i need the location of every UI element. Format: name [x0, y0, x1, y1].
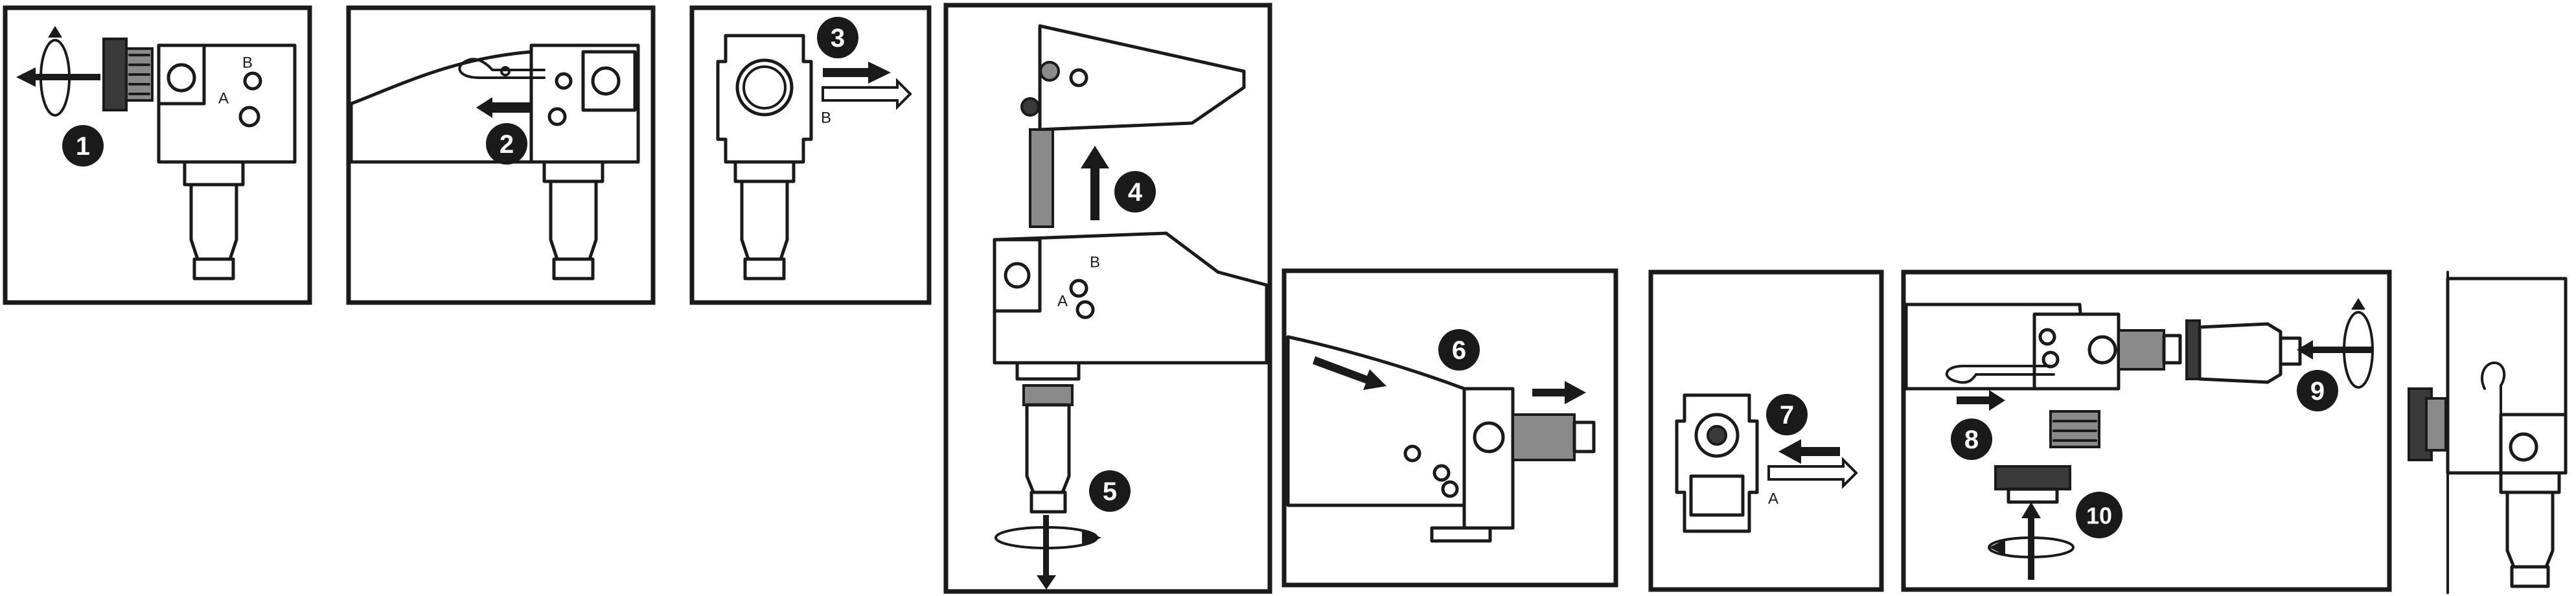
slide-left-arrow-icon — [476, 97, 531, 118]
svg-text:7: 7 — [1780, 401, 1794, 430]
step-badge-10: 10 — [2076, 492, 2122, 538]
lift-up-arrow-icon — [1081, 146, 1109, 220]
step-badge-7: 7 — [1766, 394, 1808, 435]
svg-text:4: 4 — [1128, 178, 1143, 207]
hairpin-clip-icon — [458, 58, 546, 79]
nosepiece — [2505, 490, 2555, 569]
panel-1: B A 1 — [3, 5, 312, 305]
svg-text:8: 8 — [1964, 426, 1979, 454]
step-badge-8: 8 — [1951, 418, 1992, 460]
panel-2: 2 — [346, 5, 656, 305]
step-badge-3: 3 — [817, 17, 858, 58]
svg-text:3: 3 — [831, 24, 845, 52]
panel-4-5: 4 B A 5 — [943, 3, 1272, 594]
hole-letter-b: B — [821, 109, 831, 127]
svg-text:10: 10 — [2086, 503, 2112, 529]
panel-7: A 7 — [1648, 269, 1884, 592]
nosepiece — [2198, 322, 2283, 384]
hairpin-clip-icon — [2481, 361, 2506, 416]
hole-letter-a: A — [1768, 490, 1778, 508]
step-badge-2: 2 — [486, 123, 527, 165]
tool-head-body — [1462, 387, 1515, 530]
step-badge-6: 6 — [1438, 329, 1480, 371]
hairpin-clip-icon — [1946, 365, 2055, 384]
svg-text:1: 1 — [76, 132, 90, 161]
svg-text:5: 5 — [1103, 477, 1117, 506]
step-badge-5: 5 — [1089, 470, 1131, 512]
panel-final — [2408, 271, 2568, 594]
move-right-arrow-icon — [823, 62, 891, 84]
slot-b-arrow-icon — [822, 78, 912, 110]
svg-text:9: 9 — [2310, 377, 2325, 406]
step-badge-1: 1 — [62, 125, 104, 166]
nosepiece-nut — [102, 38, 128, 111]
nosepiece-nut — [1994, 465, 2071, 490]
panel-8-9-10: 9 8 10 — [1901, 269, 2392, 592]
panel-3: B 3 — [689, 5, 932, 305]
hole-letter-a: A — [218, 90, 229, 108]
nosepiece — [1025, 403, 1071, 494]
pull-arrow-icon — [32, 74, 100, 80]
step-badge-9: 9 — [2297, 370, 2338, 411]
svg-text:6: 6 — [1452, 336, 1466, 365]
hole-letter-a: A — [1057, 293, 1068, 310]
move-right-arrow-icon — [1532, 381, 1586, 404]
svg-text:2: 2 — [500, 130, 514, 159]
hole-letter-b: B — [242, 54, 253, 72]
step-badge-4: 4 — [1114, 171, 1156, 212]
move-left-arrow-icon — [1778, 439, 1840, 464]
slot-a-arrow-icon — [1767, 457, 1858, 489]
insert-pin-arrow-icon — [1957, 390, 2005, 411]
mandrel-rod — [1029, 128, 1054, 228]
panel-6: 6 — [1282, 268, 1618, 588]
press-handle-arrow-icon — [1313, 356, 1386, 390]
hole-letter-b: B — [1090, 254, 1100, 271]
